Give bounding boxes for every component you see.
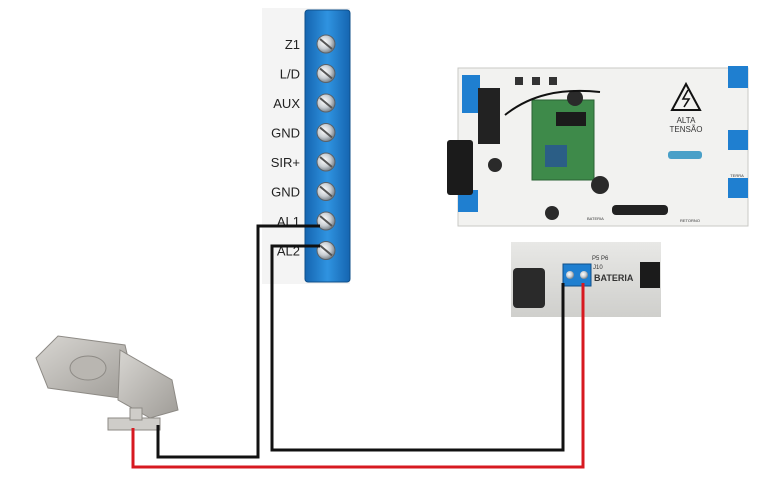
board-chip <box>556 112 586 126</box>
terminal-screw-slot <box>319 38 333 50</box>
wire-black-al2-battery <box>270 244 565 452</box>
inset-p5-label: P5 P6 <box>592 256 609 262</box>
board-button <box>515 77 523 85</box>
terminal-label: Z1 <box>285 37 300 52</box>
board-connector <box>728 178 748 198</box>
board-terra-label: TERRA <box>730 173 744 178</box>
board-connector <box>458 190 478 212</box>
terminal-label: GND <box>271 185 300 200</box>
board-pcb <box>457 67 749 227</box>
inset-bateria-label: BATERIA <box>594 273 634 283</box>
board-retorno-label: RETORNO <box>680 218 700 223</box>
board-relay <box>478 88 500 144</box>
board-capacitor <box>591 176 609 194</box>
battery-connector-screw <box>580 271 588 279</box>
board-warning-line2: TENSÃO <box>670 125 703 134</box>
board-cable <box>504 89 601 116</box>
board-bateria-label: BATERIA <box>587 216 604 221</box>
inset-j10-label: J10 <box>593 265 603 271</box>
terminal-screw-slot <box>319 156 333 168</box>
siren-mouth <box>69 355 107 381</box>
battery-connector-screw <box>566 271 574 279</box>
siren-bracket-stem <box>129 407 143 421</box>
wiring <box>131 224 585 469</box>
terminal-label: SIR+ <box>271 155 300 170</box>
board-capacitor <box>545 206 559 220</box>
terminal-screw-slot <box>319 215 333 227</box>
terminal-screw-slot <box>319 126 333 139</box>
board-warning-line1: ALTA <box>677 116 696 125</box>
board-button <box>532 77 540 85</box>
board-capacitor <box>488 158 502 172</box>
control-board: ALTA TENSÃO TERRA BATERIA RETORNO <box>447 66 749 227</box>
board-capacitor <box>567 90 583 106</box>
warning-lightning-icon <box>670 81 702 111</box>
board-resistor <box>612 205 668 215</box>
board-connector <box>728 130 748 150</box>
board-resistor <box>668 151 702 159</box>
terminal-strip <box>304 9 351 283</box>
terminal-label: L/D <box>280 67 300 82</box>
wire-black-siren-al1 <box>156 224 320 459</box>
board-connector <box>462 75 480 113</box>
board-connector <box>728 66 748 88</box>
terminal-screw-slot <box>319 185 333 198</box>
wire-red-siren-battery <box>131 283 585 469</box>
board-chip <box>545 145 567 167</box>
terminal-label: AUX <box>273 96 300 111</box>
siren-horn-icon <box>35 335 179 431</box>
board-button <box>549 77 557 85</box>
terminal-screws <box>316 34 336 260</box>
battery-inset: BATERIA J10 P5 P6 <box>511 242 661 317</box>
siren-body <box>117 349 179 419</box>
terminal-screw-slot <box>319 97 333 109</box>
inset-capacitor <box>513 268 545 308</box>
terminal-screw-slot <box>319 244 333 257</box>
terminal-label: GND <box>271 126 300 141</box>
terminal-screw-slot <box>319 67 333 80</box>
battery-connector <box>562 263 592 287</box>
inset-component <box>640 262 660 288</box>
board-transformer <box>447 140 473 195</box>
